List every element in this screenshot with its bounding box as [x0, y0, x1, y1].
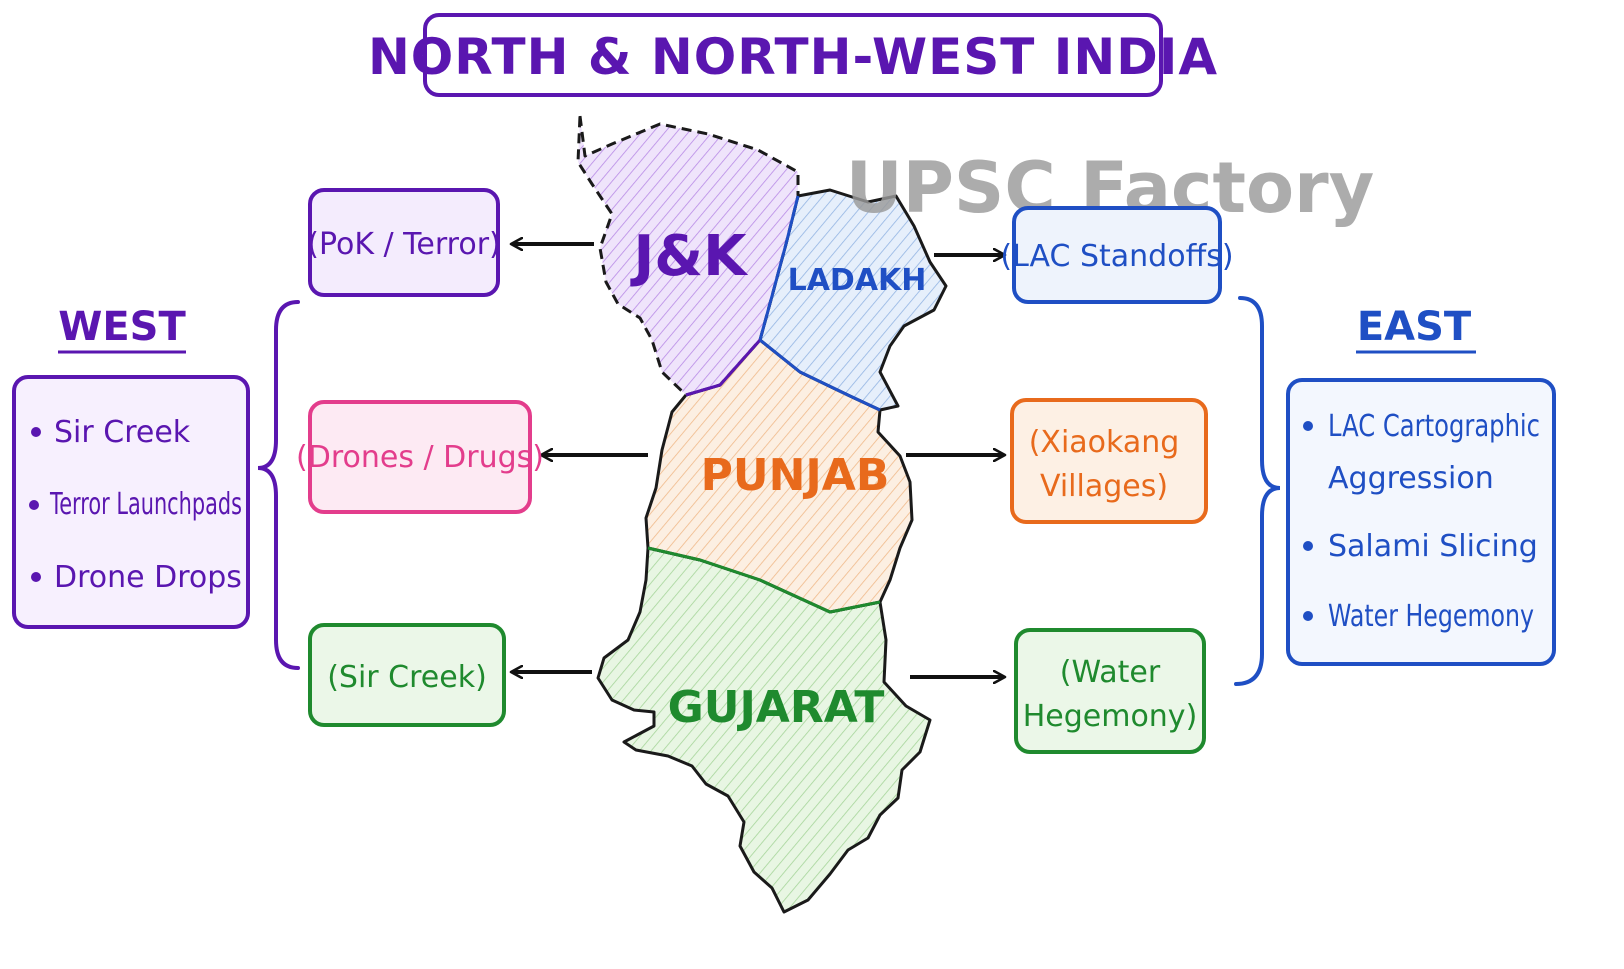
west-panel: WEST Sir Creek Terror Launchpads Drone D… — [12, 304, 250, 629]
box-pok-terror: (PoK / Terror) — [307, 188, 501, 297]
east-panel: EAST LAC Cartographic Aggression Salami … — [1286, 304, 1556, 666]
title-box: NORTH & NORTH-WEST INDIA — [368, 13, 1218, 97]
east-bullet-3 — [1303, 611, 1313, 621]
west-item-1: Sir Creek — [54, 415, 191, 450]
box-xiaokang-line-2: Villages) — [1040, 469, 1168, 504]
east-bullet-1 — [1303, 421, 1313, 431]
east-brace — [1234, 296, 1281, 686]
box-water-line-1: (Water — [1060, 655, 1161, 690]
east-heading: EAST — [1357, 304, 1472, 350]
box-sir-creek-label: (Sir Creek) — [327, 660, 487, 695]
west-bullet-1 — [31, 427, 41, 437]
east-list-box — [1286, 378, 1556, 666]
east-item-2: Salami Slicing — [1328, 529, 1538, 564]
east-item-1-cont: Aggression — [1328, 461, 1494, 496]
west-list-box — [12, 375, 250, 629]
box-sir-creek: (Sir Creek) — [308, 623, 506, 727]
box-water-hegemony: (Water Hegemony) — [1014, 628, 1206, 754]
page-title: NORTH & NORTH-WEST INDIA — [368, 28, 1218, 86]
box-lac-standoffs: (LAC Standoffs) — [1000, 206, 1234, 304]
west-item-3: Drone Drops — [54, 560, 242, 595]
box-lac-standoffs-label: (LAC Standoffs) — [1000, 239, 1233, 274]
west-brace — [257, 300, 300, 670]
east-item-3: Water Hegemony — [1328, 599, 1534, 634]
box-drones-drugs-label: (Drones / Drugs) — [296, 440, 544, 475]
east-bullet-2 — [1303, 541, 1313, 551]
west-item-2: Terror Launchpads — [49, 487, 242, 522]
west-bullet-3 — [31, 572, 41, 582]
box-pok-terror-label: (PoK / Terror) — [307, 227, 501, 262]
box-water-line-2: Hegemony) — [1023, 699, 1198, 734]
ladakh-punjab-boundary — [759, 338, 881, 412]
map: J&K LADAKH PUNJAB GUJARAT — [576, 114, 948, 914]
jk-ladakh-boundary — [758, 195, 800, 341]
punjab-gujarat-boundary — [647, 546, 881, 614]
arrows — [512, 244, 1004, 677]
region-label-punjab: PUNJAB — [701, 450, 890, 501]
region-label-jk: J&K — [629, 224, 749, 289]
region-gujarat-shape — [596, 546, 932, 914]
east-item-1: LAC Cartographic — [1328, 409, 1540, 444]
region-label-gujarat: GUJARAT — [668, 682, 885, 733]
west-heading: WEST — [58, 304, 186, 350]
jk-punjab-boundary — [685, 339, 762, 397]
box-xiaokang-line-1: (Xiaokang — [1029, 425, 1180, 460]
box-xiaokang-villages: (Xiaokang Villages) — [1010, 398, 1208, 524]
box-drones-drugs: (Drones / Drugs) — [296, 400, 544, 514]
west-bullet-2 — [29, 500, 39, 510]
region-label-ladakh: LADAKH — [788, 263, 927, 298]
